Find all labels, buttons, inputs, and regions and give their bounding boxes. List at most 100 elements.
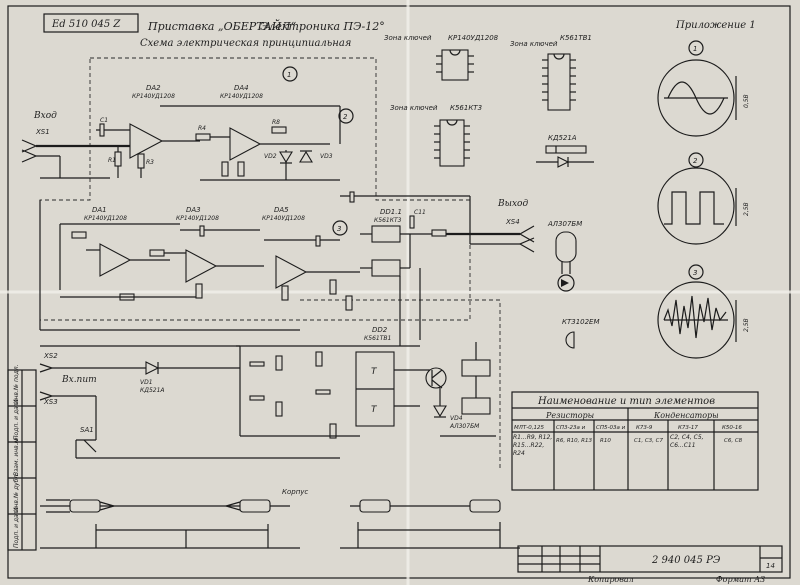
pinout-2-chip: К561КТ3: [450, 104, 482, 112]
DD1-ref: DD1.1: [380, 208, 402, 216]
opamp-DA5: DA5 КР140УД1208: [262, 206, 360, 311]
output-jack: Выход XS4: [431, 196, 535, 253]
sidebar-text-1: Инв.№ подл.: [13, 364, 20, 404]
opamp-DA3: DA3 КР140УД1208: [149, 206, 264, 299]
DA4-ref: DA4: [234, 84, 249, 92]
DA2-ref: DA2: [146, 84, 161, 92]
DA2-type: КР140УД1208: [132, 93, 175, 100]
title-block-copied: Копировал: [587, 575, 634, 584]
VD4-type: АЛ307БМ: [449, 423, 480, 430]
waveform-3-amp: 2,5В: [743, 318, 750, 332]
DA1-ref: DA1: [92, 206, 107, 214]
flipflop-DD2: DD2 К561ТВ1 T T: [355, 326, 430, 427]
VD1-type: КД521А: [140, 387, 165, 394]
power-input: XS2 XS3 Вх.пит VD1 КД521А: [39, 345, 240, 440]
svg-text:R1: R1: [108, 157, 116, 164]
stamp-code: Ed 510 045 Z: [51, 19, 121, 30]
side-led: АЛ307БМ: [547, 220, 582, 292]
pinout-3-title: Зона ключей: [510, 40, 558, 48]
waveform-2-num: 2: [693, 157, 698, 165]
waveform-1-num: 1: [693, 45, 697, 53]
table-val-2: R6, R10, R13: [556, 438, 592, 444]
pinout-3-chip: К561ТВ1: [560, 34, 592, 42]
appendix-label: Приложение 1: [675, 20, 756, 31]
side-led-label: АЛ307БМ: [547, 220, 582, 228]
component-table: Наименование и тип элементов Резисторы К…: [511, 391, 759, 491]
pinout-1-title: Зона ключей: [384, 34, 432, 42]
DD2-type: К561ТВ1: [364, 335, 391, 342]
DA5-type: КР140УД1208: [262, 215, 305, 222]
table-col-1: МЛТ-0,125: [514, 425, 544, 431]
table-section-resistors: Резисторы: [545, 411, 594, 420]
sidebar-text-3: Взам. инв.№: [13, 437, 20, 476]
opamp-DA1: DA1 КР140УД1208: [59, 206, 200, 301]
DA4-type: КР140УД1208: [220, 93, 263, 100]
svg-text:R8: R8: [272, 119, 280, 126]
DA1-type: КР140УД1208: [84, 215, 127, 222]
DA3-type: КР140УД1208: [176, 215, 219, 222]
pinout-zone: Зона ключей КР140УД1208 Зона ключей К561…: [384, 34, 592, 167]
title-block-sheet: 14: [766, 562, 775, 570]
VD2-ref: VD2: [264, 153, 277, 160]
title-device: Приставка „ОБЕРТАЙЛ“: [147, 19, 297, 33]
input-label: Вход: [33, 111, 57, 121]
sidebar-text-5: Подп. и дата: [13, 507, 20, 548]
svg-text:R4: R4: [198, 125, 206, 132]
switch-SA1: SA1: [75, 426, 340, 459]
table-val-6: С6, С8: [724, 438, 743, 444]
table-col-3: СП5-03а и: [596, 425, 626, 431]
svg-text:R3: R3: [146, 159, 154, 166]
side-diode-label: КД521А: [548, 134, 577, 142]
table-col-4: К73-9: [636, 425, 653, 431]
SA1-label: SA1: [80, 426, 94, 434]
table-val-4: С1, С3, С7: [634, 438, 664, 444]
XS3-label: XS3: [43, 398, 58, 406]
enclosure-dashed: [39, 57, 471, 321]
table-val-3: R10: [600, 438, 611, 444]
ref-mark-2: 2: [343, 113, 348, 121]
DA5-ref: DA5: [274, 206, 289, 214]
table-col-5: К73-17: [678, 425, 698, 431]
cable-drawing: Корпус: [40, 488, 520, 549]
ref-mark-3: 3: [337, 225, 341, 233]
DD1-type: К561КТ3: [374, 217, 402, 224]
pinout-2-title: Зона ключей: [390, 104, 438, 112]
output-connector: XS4: [505, 218, 520, 226]
table-title: Наименование и тип элементов: [537, 396, 715, 407]
sidebar-stamp: Инв.№ подл. Подп. и дата Взам. инв.№ Инв…: [7, 364, 37, 551]
stamp-box: [43, 13, 139, 33]
waveform-1: 1 0,5В: [657, 40, 750, 137]
pinout-1-chip: КР140УД1208: [448, 34, 499, 42]
table-col-2: СП3-23а и: [556, 425, 586, 431]
table-col-6: К50-16: [722, 425, 742, 431]
title-schematic: Схема электрическая принципиальная: [140, 38, 351, 49]
DD2-ref: DD2: [372, 326, 388, 334]
table-val-1: R1...R9, R12, R15...R22, R24: [513, 434, 552, 457]
side-transistor: КТ3102ЕМ: [562, 318, 600, 349]
power-label: Вх.пит: [61, 375, 97, 385]
svg-text:T: T: [371, 405, 378, 415]
cable-label: Корпус: [282, 488, 308, 496]
title-product: Электроника ПЭ-12°: [260, 20, 385, 33]
svg-text:T: T: [371, 367, 378, 377]
waveform-3-num: 3: [693, 269, 697, 277]
side-diode: КД521А: [536, 134, 594, 168]
VD1-ref: VD1: [140, 379, 153, 386]
opamp-DA2: DA2 КР140УД1208 C1 R1 R3: [96, 84, 200, 178]
reference-marks: 1 2 3: [282, 66, 354, 236]
input-jack: Вход XS1: [21, 111, 130, 179]
output-label: Выход: [497, 199, 528, 209]
table-val-5: С2, С4, С5, С6...С11: [670, 434, 704, 449]
VD4-ref: VD4: [450, 415, 463, 422]
title-block: 2 940 045 РЭ 14 Копировал Формат А3: [517, 545, 783, 584]
title-block-format: Формат А3: [716, 575, 765, 584]
sidebar-text-4: Инв.№ дубл.: [13, 473, 20, 512]
svg-text:C11: C11: [414, 209, 426, 216]
waveform-1-amp: 0,5В: [743, 94, 750, 108]
DA3-ref: DA3: [186, 206, 201, 214]
switch-DD1: DD1.1 К561КТ3 C11: [340, 191, 470, 277]
enclosure-dashed-2: [300, 299, 501, 470]
waveform-2-amp: 2,5В: [743, 202, 750, 216]
